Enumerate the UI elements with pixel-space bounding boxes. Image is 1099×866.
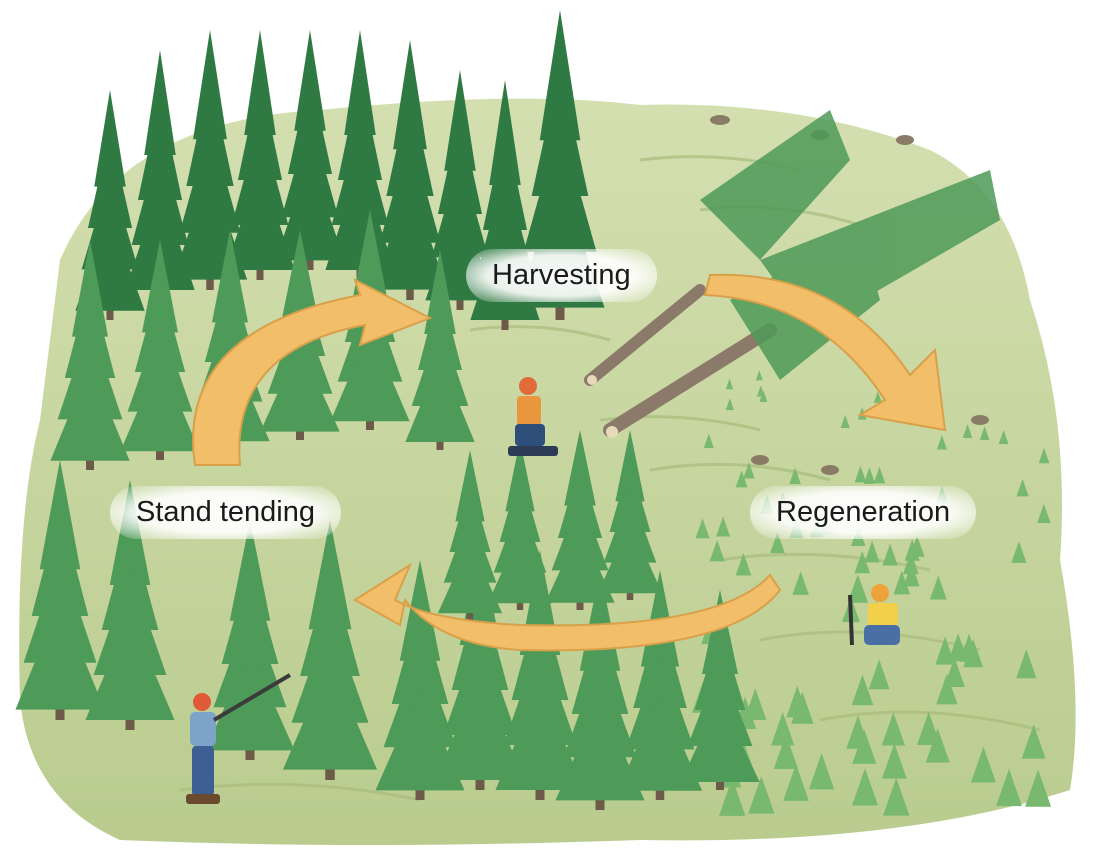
cycle-arrows xyxy=(192,273,947,652)
seedling-icon xyxy=(873,466,886,484)
worker-icon xyxy=(186,673,292,804)
seedling-icon xyxy=(903,551,919,575)
seedling-icon xyxy=(748,776,775,814)
conifer-tree-icon xyxy=(372,40,448,300)
seedling-icon xyxy=(998,429,1009,445)
conifer-tree-icon xyxy=(15,460,105,720)
conifer-tree-icon xyxy=(205,520,295,760)
log-icon xyxy=(584,284,777,438)
seedling-icon xyxy=(852,729,877,764)
seedling-icon xyxy=(925,728,950,763)
seedling-icon xyxy=(1025,769,1052,807)
seedling-icon xyxy=(868,659,890,690)
seedling-icon xyxy=(709,539,725,562)
seedling-icon xyxy=(1016,478,1029,497)
seedling-icon xyxy=(783,764,809,801)
stage-label-regeneration: Regeneration xyxy=(750,486,977,539)
seedling-icon xyxy=(863,467,876,484)
conifer-tree-icon xyxy=(85,480,175,730)
seedling-icon xyxy=(770,532,785,554)
stage-label-stand-tending: Stand tending xyxy=(110,486,341,539)
seedling-icon xyxy=(771,712,795,746)
seedling-icon xyxy=(808,753,835,790)
seedling-icon xyxy=(873,391,882,403)
conifer-tree-icon xyxy=(597,430,663,600)
seedling-icon xyxy=(903,563,920,587)
seedling-icon xyxy=(695,518,710,539)
seedling-icon xyxy=(996,768,1023,807)
seedling-icon xyxy=(936,435,947,450)
seedling-icon xyxy=(735,553,752,576)
seedling-icon xyxy=(852,768,879,806)
arrow-regeneration-to-stand-tending xyxy=(353,562,782,652)
seedling-icon xyxy=(718,778,746,816)
seedling-icon xyxy=(703,433,714,448)
conifer-tree-icon xyxy=(680,590,760,790)
seedling-icon xyxy=(909,535,925,557)
seedling-icon xyxy=(755,370,763,381)
seedling-icon xyxy=(756,385,765,397)
worker-icon xyxy=(848,584,900,646)
seedling-icon xyxy=(929,575,947,600)
conifer-tree-icon xyxy=(50,240,130,470)
seedling-icon xyxy=(1011,541,1027,563)
seedling-icon xyxy=(944,657,965,687)
seedling-icon xyxy=(970,746,996,783)
seedling-icon xyxy=(1021,724,1046,759)
seedling-icon xyxy=(725,378,734,390)
seedling-icon xyxy=(881,743,907,779)
seedling-icon xyxy=(743,462,755,479)
arrow-harvest-to-regeneration xyxy=(703,273,947,432)
arrow-stand-tending-to-harvesting xyxy=(192,278,433,466)
seedling-icon xyxy=(917,711,941,745)
seedling-icon xyxy=(792,571,809,595)
seedling-icon xyxy=(851,674,874,706)
conifer-tree-icon xyxy=(225,30,295,280)
seedling-icon xyxy=(773,734,799,770)
conifer-tree-icon xyxy=(487,440,553,610)
seedling-icon xyxy=(840,414,850,428)
seedling-icon xyxy=(1037,503,1051,523)
seedling-icon xyxy=(1016,649,1037,679)
stage-label-harvesting: Harvesting xyxy=(466,249,657,302)
seedling-icon xyxy=(883,777,910,816)
seedling-icon xyxy=(936,673,958,705)
conifer-tree-icon xyxy=(405,250,475,450)
conifer-tree-icon xyxy=(545,430,615,610)
seedling-icon xyxy=(882,543,898,566)
conifer-tree-icon xyxy=(275,30,345,270)
seedling-icon xyxy=(735,470,748,488)
seedling-icon xyxy=(849,574,867,599)
seedling-icon xyxy=(893,570,911,595)
seedling-icon xyxy=(789,467,801,485)
conifer-tree-icon xyxy=(437,450,503,620)
seedling-icon xyxy=(979,426,990,441)
conifer-tree-icon xyxy=(120,240,200,460)
seedling-icon xyxy=(716,516,731,537)
seedling-icon xyxy=(881,712,905,746)
seedling-icon xyxy=(1038,447,1050,464)
seedling-icon xyxy=(854,465,867,483)
seedling-icon xyxy=(864,540,880,563)
seedling-icon xyxy=(854,550,871,574)
seedling-icon xyxy=(725,398,735,411)
seedling-icon xyxy=(948,633,968,662)
worker-icon xyxy=(508,377,558,456)
seedling-icon xyxy=(962,424,973,439)
seedling-icon xyxy=(786,685,809,718)
conifer-tree-icon xyxy=(282,520,378,780)
tree-group xyxy=(15,10,760,810)
conifer-tree-icon xyxy=(325,30,395,280)
